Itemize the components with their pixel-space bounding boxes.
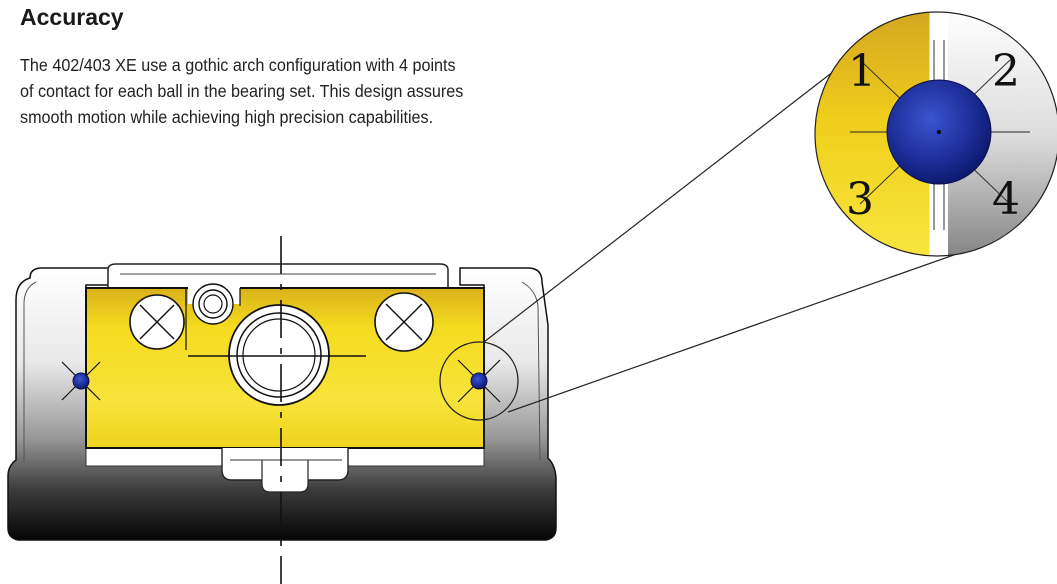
description-line-1: The 402/403 XE use a gothic arch configu… — [20, 55, 456, 75]
description-paragraph: The 402/403 XE use a gothic arch configu… — [20, 52, 565, 130]
zoom-circle-outline — [814, 11, 1057, 257]
zoom-leader-line-top — [483, 53, 857, 343]
rail-right-arm-outline — [521, 281, 541, 461]
right-ball — [439, 341, 519, 421]
right-bolt-hole — [374, 292, 434, 352]
contact-point-1-label: 1 — [848, 46, 876, 97]
contact-point-2-label: 2 — [992, 46, 1020, 97]
left-ball — [61, 361, 101, 401]
bottom-retainer-notch — [261, 460, 309, 493]
left-bolt-hole — [129, 294, 185, 350]
description-line-2: of contact for each ball in the bearing … — [20, 81, 464, 101]
description-line-3: smooth motion while achieving high preci… — [20, 107, 434, 127]
section-heading: Accuracy — [20, 4, 124, 30]
contact-point-3-label: 3 — [846, 174, 874, 225]
contact-point-4-label: 4 — [992, 174, 1020, 225]
zoom-leader-line-bottom — [507, 249, 969, 413]
rail-left-arm-outline — [23, 281, 37, 462]
center-bore — [228, 304, 330, 406]
carriage-top-plate — [107, 263, 449, 288]
